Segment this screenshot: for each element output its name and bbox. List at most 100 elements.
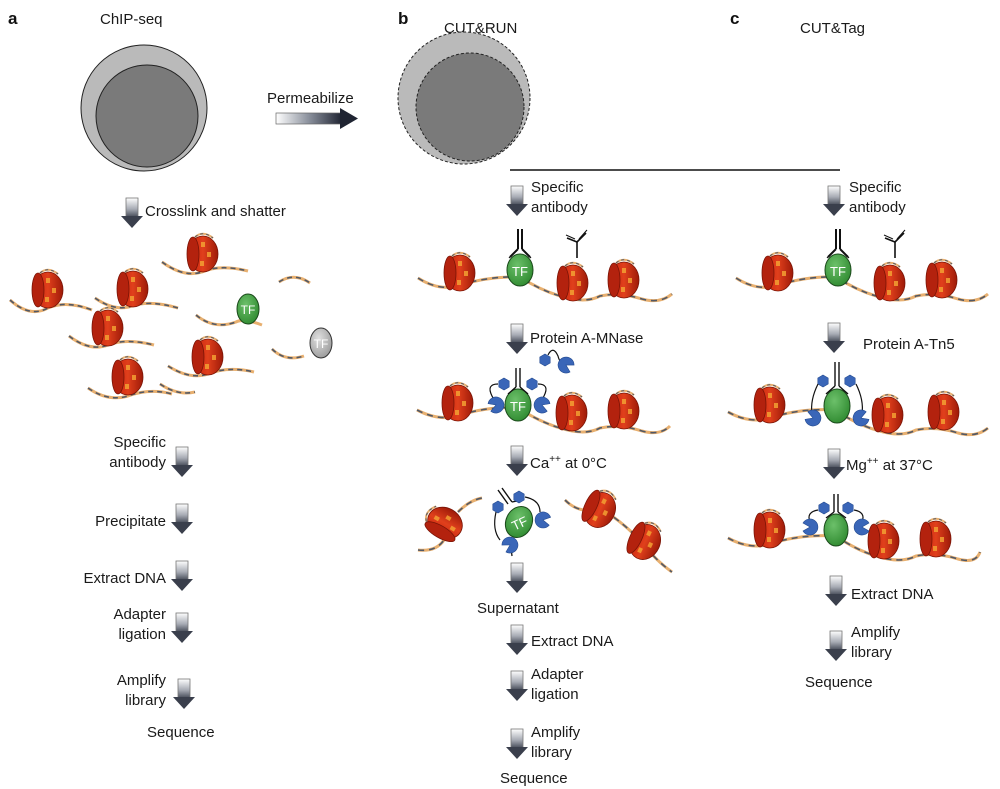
- intact-cell-icon: [80, 44, 208, 172]
- nucleosome-icon: [443, 251, 476, 292]
- nucleosome-icon: [925, 258, 958, 299]
- nucleosome-icon: [555, 391, 588, 432]
- nucleosome-icon: [621, 515, 669, 566]
- protein-a-tn5-bound-icon: [803, 374, 871, 429]
- c-step-extract-dna: Extract DNA: [851, 586, 934, 603]
- down-arrow-icon: [505, 185, 529, 217]
- nucleosome-icon: [753, 383, 786, 424]
- b-supernatant: Supernatant: [477, 600, 560, 617]
- tf-label: TF: [314, 337, 329, 351]
- nucleosome-icon: [761, 251, 794, 292]
- c-step-amplify-line2: library: [851, 644, 892, 661]
- b-step-amplify-line2: library: [531, 744, 572, 761]
- permeabilize-arrow-icon: [275, 108, 358, 129]
- panel-b: Specific antibody TF Protein A-MNase: [416, 179, 673, 787]
- nucleosome-icon: [607, 389, 640, 430]
- nucleosome-icon: [31, 268, 64, 309]
- b-step-adapter-line2: ligation: [531, 686, 579, 703]
- antibody-free-icon: [565, 229, 588, 259]
- nucleosome-icon: [556, 261, 589, 302]
- down-arrow-icon: [824, 630, 848, 662]
- nucleosome-icon: [871, 393, 904, 434]
- b-step-adapter-line1: Adapter: [531, 666, 584, 683]
- tf-icon: [823, 388, 851, 424]
- tf-label: TF: [509, 513, 530, 533]
- nucleosome-icon: [753, 508, 786, 549]
- nucleosome-icon: [111, 355, 144, 396]
- dna-fragment: [278, 275, 311, 285]
- down-arrow-icon: [824, 575, 848, 607]
- nucleosome-icon: [927, 390, 960, 431]
- b-step-protein-a-mnase: Protein A-MNase: [530, 330, 643, 347]
- c-final-sequence: Sequence: [805, 674, 873, 691]
- step-crosslink-and-shatter: Crosslink and shatter: [145, 203, 286, 220]
- panel-c: Specific antibody TF Protein A-Tn5: [727, 179, 989, 691]
- down-arrow-icon: [170, 612, 194, 644]
- step-extract-dna: Extract DNA: [83, 570, 166, 587]
- protein-a-mnase-bound-icon: [486, 377, 552, 416]
- c-step-antibody-line1: Specific: [849, 179, 902, 196]
- permeabilized-cell-icon: [397, 31, 531, 165]
- b-step-amplify-line1: Amplify: [531, 724, 581, 741]
- down-arrow-icon: [120, 197, 144, 229]
- dna-fragment: [159, 382, 196, 395]
- nucleosome-icon: [116, 267, 149, 308]
- chromatin-row: TF: [416, 368, 672, 435]
- tf-icon: [504, 505, 534, 539]
- step-specific-antibody-line2: antibody: [109, 454, 166, 471]
- dna-fragment: [94, 267, 179, 310]
- step-amplify-line2: library: [125, 692, 166, 709]
- tf-bound-icon: [236, 293, 260, 325]
- c-step-magnesium: Mg++ at 37°C: [846, 456, 933, 474]
- down-arrow-icon: [505, 323, 529, 355]
- dna-fragment: [68, 306, 155, 349]
- final-sequence: Sequence: [147, 724, 215, 741]
- tf-label: TF: [512, 264, 528, 279]
- panel-a: Crosslink and shatter: [8, 197, 333, 741]
- panel-letter-b: b: [398, 9, 408, 28]
- tf-unbound-icon: [309, 327, 333, 359]
- antibody-bound-icon: [825, 362, 849, 395]
- tf-label: TF: [510, 399, 526, 414]
- fragmented-chromatin: TF TF: [8, 232, 333, 400]
- tf-icon: [504, 388, 532, 422]
- c-step-antibody-line2: antibody: [849, 199, 906, 216]
- dna-fragment: [87, 355, 173, 400]
- down-arrow-icon: [170, 503, 194, 535]
- down-arrow-icon: [505, 670, 529, 702]
- protein-a-tn5-bound-icon: [802, 501, 870, 536]
- b-step-antibody-line2: antibody: [531, 199, 588, 216]
- tf-label: TF: [830, 264, 846, 279]
- nucleosome-icon: [191, 335, 224, 376]
- panel-title-cut-and-tag: CUT&Tag: [800, 20, 865, 37]
- dna-fragment: [8, 268, 93, 314]
- step-adapter-line1: Adapter: [113, 606, 166, 623]
- down-arrow-icon: [505, 445, 529, 477]
- down-arrow-icon: [172, 678, 196, 710]
- panel-letter-a: a: [8, 9, 18, 28]
- cleaved-chromatin: TF: [417, 483, 673, 574]
- nucleosome-icon: [186, 232, 219, 273]
- down-arrow-icon: [170, 560, 194, 592]
- c-step-amplify-line1: Amplify: [851, 624, 901, 641]
- nucleosome-icon: [576, 483, 624, 534]
- b-final-sequence: Sequence: [500, 770, 568, 787]
- b-step-calcium: Ca++ at 0°C: [530, 454, 607, 472]
- down-arrow-icon: [822, 185, 846, 217]
- nucleosome-icon: [441, 381, 474, 422]
- down-arrow-icon: [505, 728, 529, 760]
- nucleosome-icon: [873, 261, 906, 302]
- antibody-bound-icon: [507, 368, 529, 395]
- nucleosome-icon: [607, 258, 640, 299]
- down-arrow-icon: [505, 624, 529, 656]
- antibody-bound-icon: [825, 494, 847, 519]
- nucleosome-icon: [91, 306, 124, 347]
- protein-a-mnase-free-icon: [539, 349, 577, 376]
- nucleosome-icon: [919, 517, 952, 558]
- chromatin-row: TF: [735, 228, 989, 303]
- tf-label: TF: [241, 303, 256, 317]
- tf-icon: [506, 253, 534, 287]
- step-precipitate: Precipitate: [95, 513, 166, 530]
- panel-title-chip-seq: ChIP-seq: [100, 11, 163, 28]
